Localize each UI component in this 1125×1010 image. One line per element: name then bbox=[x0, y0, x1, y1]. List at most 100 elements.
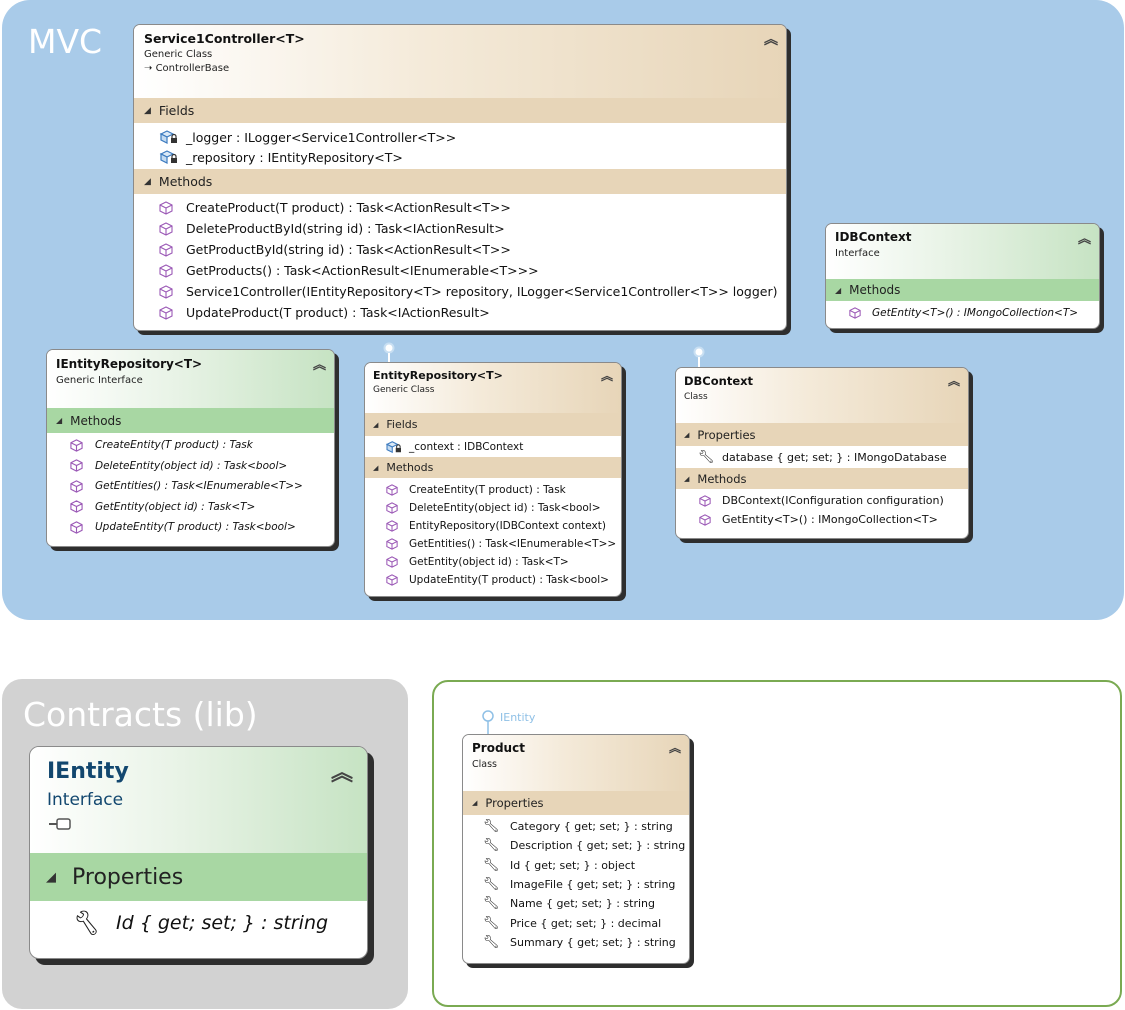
method-row[interactable]: GetEntity<T>() : IMongoCollection<T> bbox=[848, 303, 1099, 323]
field-text: _context : IDBContext bbox=[409, 440, 524, 453]
triangle-expander-icon[interactable]: ◢ bbox=[56, 416, 63, 425]
ientityrepository-interface-box[interactable]: IEntityRepository<T> Generic Interface ︽… bbox=[46, 349, 335, 547]
double-chevron-up-icon[interactable]: ︽ bbox=[947, 374, 960, 388]
method-row[interactable]: GetEntity(object id) : Task<T> bbox=[69, 497, 334, 518]
method-row[interactable]: DeleteEntity(object id) : Task<bool> bbox=[385, 499, 621, 517]
method-cube-icon bbox=[69, 500, 83, 513]
property-row[interactable]: 🔧︎Category { get; set; } : string bbox=[483, 817, 689, 836]
method-text: GetProducts() : Task<ActionResult<IEnume… bbox=[186, 263, 539, 278]
lollipop-icon bbox=[692, 345, 706, 369]
methods-section-header[interactable]: ◢ Methods bbox=[676, 468, 968, 489]
triangle-expander-icon[interactable]: ◢ bbox=[684, 474, 690, 483]
product-class-box[interactable]: Product Class ︽ ◢ Properties 🔧︎Category … bbox=[462, 734, 690, 964]
property-row[interactable]: 🔧︎Summary { get; set; } : string bbox=[483, 933, 689, 952]
method-row[interactable]: CreateEntity(T product) : Task bbox=[385, 481, 621, 499]
method-text: DeleteEntity(object id) : Task<bool> bbox=[95, 459, 288, 472]
double-chevron-up-icon[interactable]: ︽ bbox=[330, 761, 353, 786]
method-cube-icon bbox=[158, 305, 174, 320]
fields-section-header[interactable]: ◢ Fields bbox=[365, 413, 621, 436]
method-row[interactable]: GetEntity<T>() : IMongoCollection<T> bbox=[698, 510, 968, 529]
method-row[interactable]: CreateEntity(T product) : Task bbox=[69, 435, 334, 456]
field-text: _logger : ILogger<Service1Controller<T>> bbox=[186, 129, 457, 145]
wrench-icon: 🔧︎ bbox=[482, 819, 500, 835]
dbcontext-class-box[interactable]: DBContext Class ︽ ◢ Properties 🔧︎databas… bbox=[675, 367, 969, 539]
class-header: DBContext Class ︽ bbox=[676, 368, 968, 423]
section-label: Methods bbox=[849, 283, 901, 297]
section-label: Methods bbox=[386, 461, 434, 474]
method-row[interactable]: UpdateEntity(T product) : Task<bool> bbox=[385, 571, 621, 589]
method-row[interactable]: GetEntity(object id) : Task<T> bbox=[385, 553, 621, 571]
method-row[interactable]: Service1Controller(IEntityRepository<T> … bbox=[158, 281, 786, 302]
method-row[interactable]: UpdateProduct(T product) : Task<IActionR… bbox=[158, 302, 786, 323]
class-header: Product Class ︽ bbox=[463, 735, 689, 791]
methods-section-header[interactable]: ◢ Methods bbox=[826, 279, 1099, 301]
entityrepository-class-box[interactable]: EntityRepository<T> Generic Class ︽ ◢ Fi… bbox=[364, 362, 622, 597]
method-cube-icon bbox=[385, 502, 399, 514]
method-text: DeleteEntity(object id) : Task<bool> bbox=[409, 502, 601, 514]
method-cube-icon bbox=[698, 513, 712, 526]
triangle-expander-icon[interactable]: ◢ bbox=[46, 869, 56, 885]
class-header: EntityRepository<T> Generic Class ︽ bbox=[365, 363, 621, 413]
triangle-expander-icon[interactable]: ◢ bbox=[835, 285, 842, 295]
field-text: _repository : IEntityRepository<T> bbox=[186, 149, 403, 165]
property-row[interactable]: 🔧︎Id { get; set; } : string bbox=[70, 905, 367, 941]
implements-label: IEntity bbox=[500, 711, 536, 724]
property-row[interactable]: 🔧︎ImageFile { get; set; } : string bbox=[483, 875, 689, 894]
method-row[interactable]: CreateProduct(T product) : Task<ActionRe… bbox=[158, 197, 786, 218]
wrench-icon: 🔧︎ bbox=[482, 934, 500, 950]
wrench-icon: 🔧︎ bbox=[482, 915, 500, 931]
method-row[interactable]: DeleteProductById(string id) : Task<IAct… bbox=[158, 218, 786, 239]
methods-section-header[interactable]: ◢ Methods bbox=[365, 457, 621, 478]
methods-section-header[interactable]: ◢ Methods bbox=[134, 169, 786, 194]
methods-section-header[interactable]: ◢ Methods bbox=[47, 408, 334, 433]
properties-section-header[interactable]: ◢ Properties bbox=[463, 791, 689, 815]
method-cube-icon bbox=[69, 439, 83, 452]
method-row[interactable]: EntityRepository(IDBContext context) bbox=[385, 517, 621, 535]
triangle-expander-icon[interactable]: ◢ bbox=[684, 430, 690, 439]
field-lock-icon bbox=[158, 149, 180, 165]
method-cube-icon bbox=[158, 221, 174, 236]
fields-section-header[interactable]: ◢ Fields bbox=[134, 98, 786, 123]
double-chevron-up-icon[interactable]: ︽ bbox=[668, 741, 681, 755]
triangle-expander-icon[interactable]: ◢ bbox=[144, 176, 151, 187]
method-text: CreateProduct(T product) : Task<ActionRe… bbox=[186, 200, 511, 215]
triangle-expander-icon[interactable]: ◢ bbox=[144, 105, 151, 116]
section-label: Methods bbox=[697, 471, 747, 486]
triangle-expander-icon[interactable]: ◢ bbox=[373, 420, 379, 429]
method-row[interactable]: GetEntities() : Task<IEnumerable<T>> bbox=[69, 476, 334, 497]
double-chevron-up-icon[interactable]: ︽ bbox=[600, 369, 613, 383]
method-row[interactable]: GetProducts() : Task<ActionResult<IEnume… bbox=[158, 260, 786, 281]
idbcontext-interface-box[interactable]: IDBContext Interface ︽ ◢ Methods GetEnti… bbox=[825, 223, 1100, 329]
method-text: DeleteProductById(string id) : Task<IAct… bbox=[186, 221, 505, 236]
section-label: Methods bbox=[70, 413, 122, 428]
wrench-icon: 🔧︎ bbox=[482, 877, 500, 893]
method-row[interactable]: GetEntities() : Task<IEnumerable<T>> bbox=[385, 535, 621, 553]
property-row[interactable]: 🔧︎database { get; set; } : IMongoDatabas… bbox=[698, 447, 968, 467]
field-row[interactable]: _logger : ILogger<Service1Controller<T>> bbox=[158, 127, 786, 147]
interface-glyph-icon bbox=[47, 816, 350, 836]
method-row[interactable]: UpdateEntity(T product) : Task<bool> bbox=[69, 517, 334, 538]
method-row[interactable]: DBContext(IConfiguration configuration) bbox=[698, 491, 968, 510]
method-cube-icon bbox=[69, 480, 83, 493]
method-cube-icon bbox=[385, 520, 399, 532]
property-row[interactable]: 🔧︎Price { get; set; } : decimal bbox=[483, 913, 689, 932]
double-chevron-up-icon[interactable]: ︽ bbox=[764, 32, 778, 48]
ientity-interface-box[interactable]: IEntity Interface ︽ ◢ Properties 🔧︎Id { … bbox=[29, 746, 368, 959]
double-chevron-up-icon[interactable]: ︽ bbox=[1077, 232, 1091, 247]
triangle-expander-icon[interactable]: ◢ bbox=[472, 799, 478, 807]
field-row[interactable]: _repository : IEntityRepository<T> bbox=[158, 147, 786, 167]
method-row[interactable]: DeleteEntity(object id) : Task<bool> bbox=[69, 456, 334, 477]
mvc-region-title: MVC bbox=[28, 22, 103, 61]
service1controller-class-box[interactable]: Service1Controller<T> Generic Class ➝ Co… bbox=[133, 24, 787, 331]
double-chevron-up-icon[interactable]: ︽ bbox=[312, 358, 326, 373]
method-row[interactable]: GetProductById(string id) : Task<ActionR… bbox=[158, 239, 786, 260]
field-row[interactable]: _context : IDBContext bbox=[385, 437, 621, 456]
property-row[interactable]: 🔧︎Id { get; set; } : object bbox=[483, 856, 689, 875]
property-row[interactable]: 🔧︎Name { get; set; } : string bbox=[483, 894, 689, 913]
properties-section-header[interactable]: ◢ Properties bbox=[30, 853, 367, 901]
section-label: Properties bbox=[697, 427, 756, 442]
wrench-icon: 🔧︎ bbox=[69, 909, 101, 937]
property-row[interactable]: 🔧︎Description { get; set; } : string bbox=[483, 836, 689, 855]
properties-section-header[interactable]: ◢ Properties bbox=[676, 423, 968, 446]
triangle-expander-icon[interactable]: ◢ bbox=[373, 463, 379, 472]
